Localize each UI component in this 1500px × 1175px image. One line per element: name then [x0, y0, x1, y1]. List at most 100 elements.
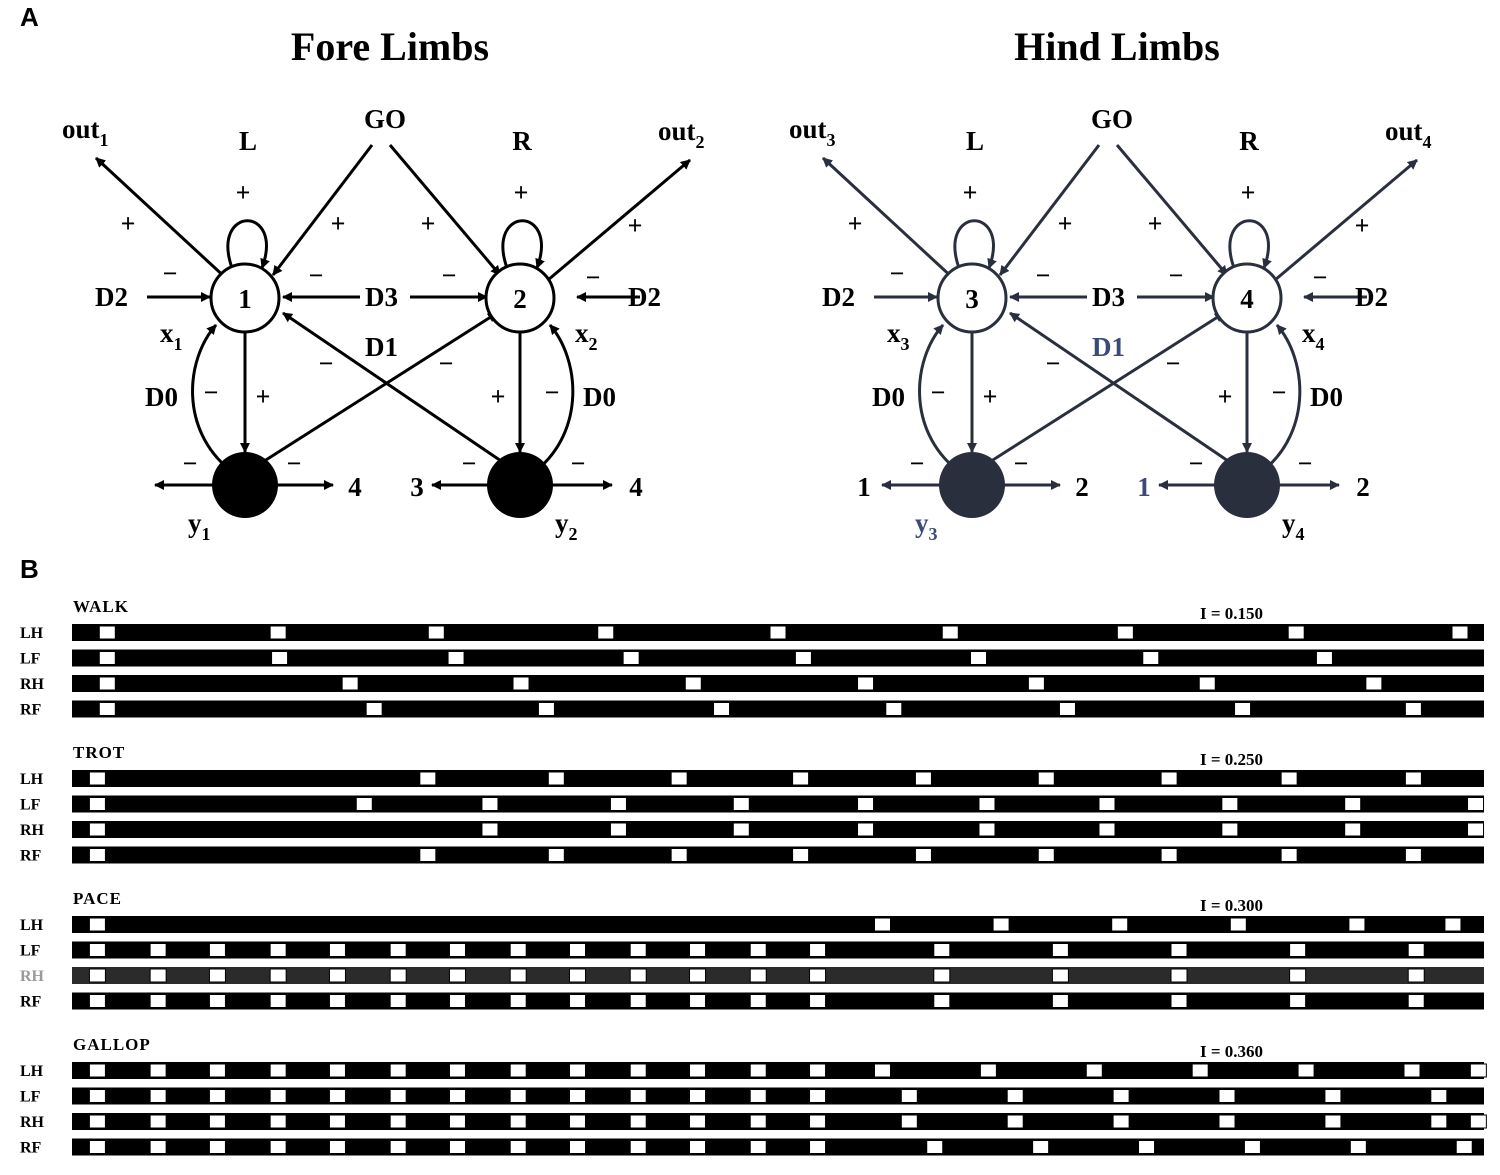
plus-self-left-sign: +	[963, 178, 978, 207]
gait-row-rh: RH	[20, 1113, 1487, 1131]
swing-marker	[547, 771, 565, 786]
cell-right-circle	[484, 262, 556, 334]
gait-row-rh: RH	[20, 821, 1485, 839]
swing-marker	[1170, 943, 1188, 957]
stance-bar	[72, 992, 1484, 1010]
swing-marker	[1289, 943, 1307, 957]
swing-marker	[689, 1114, 707, 1129]
swing-marker	[1469, 1063, 1487, 1078]
swing-marker	[88, 1089, 106, 1103]
minus-d0-left-sign: −	[204, 378, 219, 407]
y1-to-cell-right-arrow	[257, 311, 498, 467]
swing-marker	[419, 848, 437, 862]
panel-title: Fore Limbs	[291, 24, 489, 69]
panel-a-letter: A	[20, 2, 39, 32]
minus-d3-right-sign: −	[442, 261, 457, 290]
minus-y1-left-sign: −	[910, 449, 925, 478]
limb-label: LH	[20, 771, 44, 788]
swing-marker	[269, 625, 287, 640]
swing-marker	[873, 1063, 891, 1078]
plus-x-left-sign: +	[256, 382, 271, 411]
swing-marker	[1407, 994, 1425, 1008]
d3-label: D3	[365, 282, 398, 312]
limb-label: RH	[20, 676, 45, 693]
swing-marker	[1229, 917, 1247, 932]
swing-marker	[448, 968, 466, 983]
self-loop-right-arrow	[501, 219, 545, 269]
swing-marker	[1111, 917, 1129, 932]
swing-marker	[208, 1140, 226, 1154]
swing-marker	[1098, 797, 1116, 811]
swing-marker	[568, 1140, 586, 1154]
x-right-label: x4	[1302, 318, 1325, 354]
swing-marker	[684, 676, 702, 691]
panel-b-letter: B	[20, 554, 39, 584]
swing-marker	[149, 1063, 167, 1078]
swing-marker	[933, 943, 951, 957]
right-side-label: R	[1239, 126, 1259, 156]
swing-marker	[448, 1140, 466, 1154]
limb-label: RF	[20, 994, 42, 1011]
d2-left-label: D2	[95, 282, 128, 312]
d1-label: D1	[1092, 332, 1125, 362]
swing-marker	[208, 1114, 226, 1129]
stance-bar	[72, 916, 1484, 933]
minus-y1-right-sign: −	[1014, 449, 1029, 478]
out-right-label: out4	[1385, 116, 1432, 152]
swing-marker	[1404, 771, 1422, 786]
swing-marker	[389, 1063, 407, 1078]
swing-marker	[448, 1089, 466, 1103]
swing-marker	[1160, 848, 1178, 862]
swing-marker	[1243, 1140, 1261, 1154]
swing-marker	[689, 994, 707, 1008]
minus-d3-left-sign: −	[1036, 261, 1051, 290]
gait-parameter: I = 0.250	[1200, 750, 1263, 769]
limb-label: LH	[20, 625, 44, 642]
swing-marker	[1365, 676, 1383, 691]
swing-marker	[1170, 994, 1188, 1008]
x-right-label: x2	[575, 318, 598, 354]
swing-marker	[689, 968, 707, 983]
swing-marker	[1315, 651, 1333, 665]
swing-marker	[609, 822, 627, 837]
swing-marker	[88, 1140, 106, 1154]
swing-marker	[448, 1114, 466, 1129]
swing-marker	[568, 1089, 586, 1103]
swing-marker	[941, 625, 959, 640]
swing-marker	[629, 968, 647, 983]
gait-row-lh: LH	[20, 624, 1484, 642]
d0-right-feedback-arrow	[536, 324, 575, 472]
minus-d0-right-sign: −	[1272, 378, 1287, 407]
minus-y2-left-sign: −	[1189, 449, 1204, 478]
swing-marker	[809, 1089, 827, 1103]
swing-marker	[1218, 1089, 1236, 1103]
gait-row-lh: LH	[20, 916, 1484, 934]
d3-label: D3	[1092, 282, 1125, 312]
swing-marker	[447, 651, 465, 665]
swing-marker	[269, 1114, 287, 1129]
swing-marker	[328, 1089, 346, 1103]
swing-marker	[512, 676, 530, 691]
swing-marker	[389, 1089, 407, 1103]
swing-marker	[809, 1140, 827, 1154]
plus-x-left-sign: +	[983, 382, 998, 411]
y-right-node	[487, 452, 553, 518]
cell-left-label: 3	[965, 284, 979, 314]
y-right-out-right-label: 2	[1356, 472, 1370, 502]
swing-marker	[88, 943, 106, 957]
swing-marker	[1051, 943, 1069, 957]
cell-right-label: 4	[1240, 284, 1254, 314]
swing-marker	[568, 968, 586, 983]
swing-marker	[749, 1063, 767, 1078]
swing-marker	[98, 651, 116, 665]
swing-marker	[389, 943, 407, 957]
swing-marker	[978, 822, 996, 837]
swing-marker	[749, 1140, 767, 1154]
y1-to-cell-right-arrow	[984, 311, 1225, 467]
minus-y1-left-sign: −	[183, 449, 198, 478]
minus-d2-left-sign: −	[163, 259, 178, 288]
